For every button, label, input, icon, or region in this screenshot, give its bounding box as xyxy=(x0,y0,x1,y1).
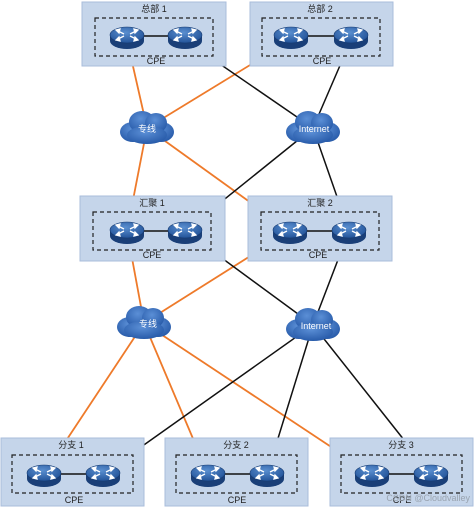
router-icon[interactable] xyxy=(109,26,145,50)
router-icon[interactable] xyxy=(190,464,226,488)
site-title: 分支 1 xyxy=(58,439,84,450)
branch-site-1: 分支 1 CPE xyxy=(0,437,145,507)
router-icon[interactable] xyxy=(26,464,62,488)
branch-site-2: 分支 2 CPE xyxy=(164,437,309,507)
hq-site-2: 总部 2 CPE xyxy=(249,1,394,67)
router-icon[interactable] xyxy=(272,221,308,245)
router-icon[interactable] xyxy=(249,464,285,488)
site-title: 汇聚 1 xyxy=(139,198,165,208)
site-title: 总部 2 xyxy=(307,3,333,14)
cpe-group xyxy=(175,454,298,494)
cloud-label: Internet xyxy=(299,124,330,134)
router-icon[interactable] xyxy=(273,26,309,50)
cpe-group xyxy=(92,211,212,251)
router-icon[interactable] xyxy=(109,221,145,245)
cloud-label: Internet xyxy=(301,321,332,331)
agg-site-1: 汇聚 1 CPE xyxy=(79,195,226,262)
router-icon[interactable] xyxy=(354,464,390,488)
dedicated-line-cloud-top: 专线 xyxy=(120,111,174,144)
cloud-label: 专线 xyxy=(138,123,156,134)
cpe-group xyxy=(340,454,463,494)
internet-cloud-top: Internet xyxy=(286,111,340,144)
site-title: 分支 3 xyxy=(388,439,414,450)
cpe-group xyxy=(11,454,134,494)
router-icon[interactable] xyxy=(331,221,367,245)
router-icon[interactable] xyxy=(167,26,203,50)
cpe-group xyxy=(94,17,214,57)
cpe-label: CPE xyxy=(147,56,166,66)
cpe-label: CPE xyxy=(313,56,332,66)
cpe-label: CPE xyxy=(143,250,162,260)
router-icon[interactable] xyxy=(413,464,449,488)
cpe-label: CPE xyxy=(393,495,412,505)
branch-site-3: 分支 3 CPE xyxy=(329,437,474,507)
cpe-label: CPE xyxy=(65,495,84,505)
site-title: 汇聚 2 xyxy=(307,198,333,208)
router-icon[interactable] xyxy=(333,26,369,50)
cpe-group xyxy=(261,17,381,57)
cpe-group xyxy=(260,211,380,251)
internet-cloud-bottom: Internet xyxy=(286,308,340,341)
router-icon[interactable] xyxy=(167,221,203,245)
watermark: CSDN @Cloudvalley xyxy=(386,493,470,503)
agg-site-2: 汇聚 2 CPE xyxy=(247,195,393,262)
cpe-label: CPE xyxy=(309,250,328,260)
router-icon[interactable] xyxy=(85,464,121,488)
site-title: 分支 2 xyxy=(223,439,249,450)
cloud-label: 专线 xyxy=(139,318,157,329)
hq-site-1: 总部 1 CPE xyxy=(81,1,227,67)
dedicated-line-cloud-bottom: 专线 xyxy=(117,306,171,339)
cpe-label: CPE xyxy=(228,495,247,505)
site-title: 总部 1 xyxy=(141,3,167,14)
